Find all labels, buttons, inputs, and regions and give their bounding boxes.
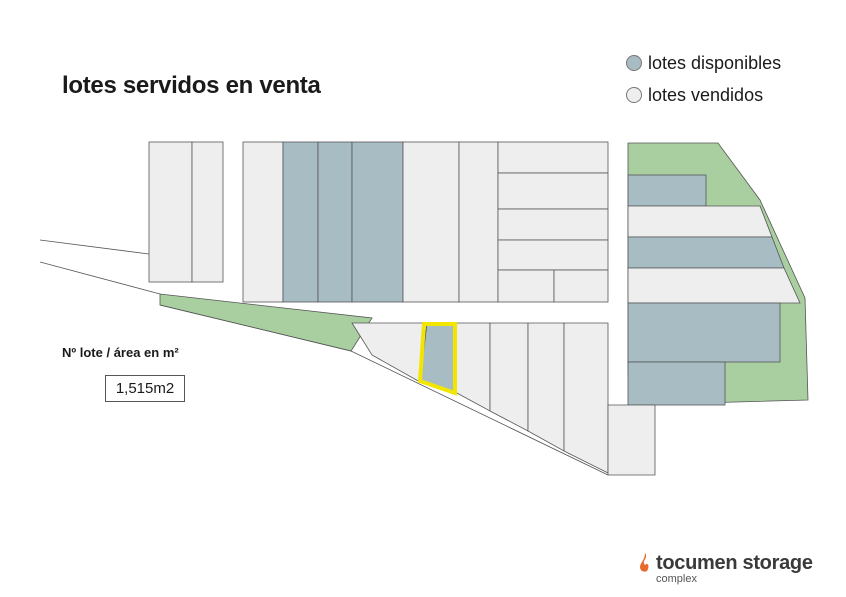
lot[interactable] — [489, 322, 529, 432]
green-area-left — [159, 293, 373, 352]
road-edge-diagonal-2 — [350, 350, 609, 476]
sold-swatch-icon — [626, 87, 642, 103]
lot-available[interactable] — [627, 361, 726, 406]
lot[interactable] — [497, 269, 555, 303]
road-edge-diagonal — [159, 304, 352, 352]
lot[interactable] — [527, 322, 565, 452]
road-edge-upper — [39, 239, 150, 255]
selected-lot-outline — [417, 322, 457, 396]
lot[interactable] — [191, 141, 224, 283]
flame-icon — [640, 553, 649, 572]
lot[interactable] — [627, 267, 801, 304]
brand-subtitle: complex — [656, 573, 697, 585]
lot[interactable] — [458, 141, 499, 303]
lot-available[interactable] — [282, 141, 319, 303]
lot[interactable] — [607, 404, 656, 476]
legend-available: lotes disponibles — [626, 47, 781, 79]
legend-available-label: lotes disponibles — [648, 52, 782, 73]
lot-available[interactable] — [627, 236, 785, 269]
lot-available[interactable] — [627, 302, 781, 363]
available-swatch-icon — [626, 55, 642, 71]
lot[interactable] — [497, 239, 609, 271]
lot[interactable] — [497, 172, 609, 210]
lot[interactable] — [627, 205, 773, 238]
lot[interactable] — [148, 141, 193, 283]
legend-sold: lotes vendidos — [626, 79, 781, 111]
area-label: Nº lote / área en m² — [62, 345, 179, 360]
lot[interactable] — [497, 141, 609, 174]
road-edge-lower — [39, 261, 161, 295]
lot-available[interactable] — [351, 141, 404, 303]
lot-available[interactable] — [317, 141, 353, 303]
lot[interactable] — [454, 322, 491, 412]
legend-sold-label: lotes vendidos — [648, 84, 764, 105]
area-value-box: 1,515m2 — [105, 375, 185, 402]
lot[interactable] — [402, 141, 460, 303]
lot[interactable] — [553, 269, 609, 303]
lot[interactable] — [242, 141, 284, 303]
lot[interactable] — [497, 208, 609, 241]
lot-available[interactable] — [627, 174, 707, 207]
map-legend: lotes disponibles lotes vendidos — [626, 47, 781, 111]
lot[interactable] — [351, 322, 428, 383]
brand-name: tocumen storage — [656, 552, 813, 574]
map-title: lotes servidos en venta — [62, 72, 321, 99]
lot[interactable] — [563, 322, 609, 474]
